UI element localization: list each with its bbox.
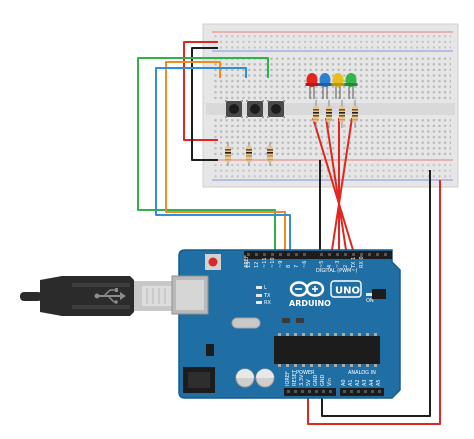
- wire-green-button: [137, 57, 276, 250]
- analog-pin-label: A0: [341, 379, 347, 386]
- wire-orange-button: [165, 61, 286, 250]
- usb-cable-wire: [20, 292, 42, 301]
- digital-pin-label: ~3: [335, 261, 341, 268]
- wire-black-top-rail: [191, 47, 218, 161]
- rx-led: [256, 301, 262, 304]
- led-yellow: [331, 73, 345, 99]
- crystal: [231, 317, 261, 329]
- rx-label: RX: [264, 300, 271, 306]
- resistor-button-3: [267, 142, 273, 166]
- led-resistors: [313, 100, 358, 128]
- push-buttons: [225, 100, 285, 118]
- on-led: [366, 293, 372, 296]
- digital-pin-label: ~9: [278, 261, 284, 268]
- digital-pin-label: TX 1: [351, 257, 357, 269]
- led-blue: [318, 73, 332, 99]
- voltage-regulator: [206, 344, 214, 356]
- resistor-button-1: [225, 142, 231, 166]
- tx-led: [256, 294, 262, 297]
- resistor-led-3: [339, 100, 345, 128]
- arduino-uno: AREF DIGITAL (PWM~) L TX RX ARDUINO UNO …: [171, 249, 401, 399]
- push-button-2[interactable]: [246, 100, 264, 118]
- reset-button-cap[interactable]: [208, 257, 218, 267]
- analog-label: ANALOG IN: [348, 370, 376, 376]
- digital-label: DIGITAL (PWM~): [316, 268, 358, 274]
- analog-pin-label: A2: [355, 379, 361, 386]
- wire-red-top-rail: [183, 41, 218, 141]
- arduino-infinity-logo-icon: [289, 281, 325, 297]
- usb-symbol-icon: [94, 288, 126, 304]
- model-text: UNO: [335, 286, 360, 297]
- power-label: POWER: [296, 370, 315, 376]
- capacitors: [235, 368, 275, 388]
- atmega-chip: [274, 336, 380, 364]
- digital-pin-label: 13: [246, 262, 252, 268]
- push-button-3[interactable]: [267, 100, 285, 118]
- resistor-led-2: [326, 100, 332, 128]
- digital-pin-label: 7: [294, 265, 300, 268]
- power-pin-label: GND: [320, 374, 326, 386]
- usb-cable: [20, 276, 180, 316]
- wire-blue-button: [155, 67, 291, 250]
- resistor-led-4: [352, 100, 358, 128]
- analog-pin-label: A1: [348, 379, 354, 386]
- resistor-button-2: [246, 142, 252, 166]
- digital-pin-label: 8: [286, 265, 292, 268]
- bottom-power-rail: [213, 162, 451, 178]
- analog-pin-label: A4: [369, 379, 375, 386]
- tx-label: TX: [263, 293, 271, 299]
- model-badge: [330, 280, 362, 298]
- analog-pin-label: A3: [362, 379, 368, 386]
- wire-red-5v: [307, 180, 441, 425]
- power-pin-label: RESET: [292, 369, 298, 386]
- digital-header: [244, 251, 392, 259]
- aref-label: AREF: [244, 255, 250, 268]
- digital-pin-label: RX 0: [359, 256, 365, 268]
- bottom-terminal-block: [213, 117, 451, 156]
- on-label: ON: [366, 298, 374, 304]
- power-pin-label: Vin: [327, 378, 333, 386]
- analog-header: [340, 388, 384, 396]
- digital-pin-label: ~6: [302, 261, 308, 268]
- wire-black-gnd: [321, 170, 431, 417]
- l-led: [256, 286, 262, 289]
- top-power-rail: [213, 34, 451, 49]
- l-label: L: [264, 285, 267, 291]
- wires: [137, 41, 441, 425]
- digital-pin-label: ~11: [262, 257, 268, 268]
- digital-pin-label: 4: [327, 265, 333, 268]
- power-pin-label: 3.3V: [299, 374, 305, 386]
- wire-red-led-2: [325, 117, 347, 251]
- resistor-led-1: [313, 100, 319, 128]
- analog-pin-label: A5: [376, 379, 382, 386]
- led-red: [305, 73, 319, 99]
- brand-text: ARDUINO: [289, 299, 331, 308]
- icsp-header: [372, 289, 386, 299]
- wire-red-led-1: [312, 117, 354, 251]
- digital-pin-label: 2: [343, 265, 349, 268]
- digital-pin-label: ~10: [270, 257, 276, 268]
- digital-pin-label: ~5: [319, 261, 325, 268]
- push-button-1[interactable]: [225, 100, 243, 118]
- leds: [305, 73, 358, 99]
- button-resistors: [225, 142, 273, 166]
- power-pin-label: GND: [313, 374, 319, 386]
- power-pin-label: 5V: [306, 379, 312, 386]
- led-green: [344, 73, 358, 99]
- digital-pin-label: 12: [254, 262, 260, 268]
- wire-red-led-4: [331, 117, 353, 251]
- power-pin-label: IOREF: [285, 371, 291, 386]
- top-terminal-block: [213, 57, 451, 102]
